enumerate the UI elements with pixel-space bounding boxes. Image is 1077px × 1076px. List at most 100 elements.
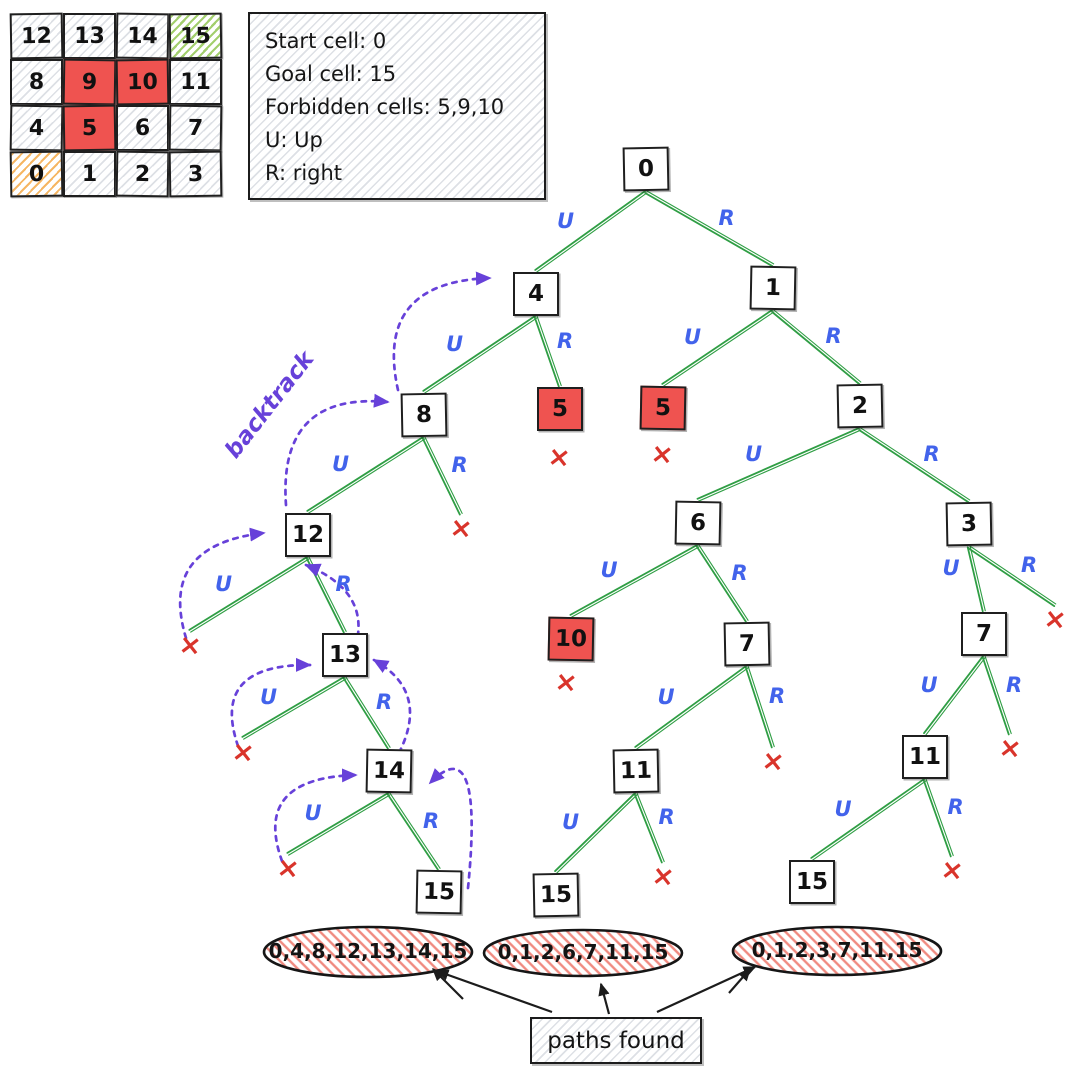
grid-cell-2: 2 (115, 150, 170, 198)
dead-end-x-x7rr: × (997, 731, 1024, 766)
edge-label-U: U (332, 452, 350, 476)
tree-node-n14: 14 (365, 748, 413, 794)
tree-edge-n4-n8-U (424, 317, 538, 394)
path-result-text: 0,4,8,12,13,14,15 (268, 939, 468, 963)
tree-edge-n13-x13u-U (241, 675, 346, 738)
tree-edge-n7m-n11m-U (636, 667, 749, 750)
dead-end-x-x13u: × (230, 735, 257, 770)
tree-edge-n6-n7m-R (698, 544, 749, 621)
edge-label-R: R (947, 795, 964, 819)
tree-node-n15c: 15 (789, 860, 835, 904)
backtrack-arrow-0 (284, 393, 390, 507)
tree-node-n4: 4 (513, 272, 559, 316)
grid-cell-8: 8 (10, 59, 63, 105)
grid-cell-4: 4 (9, 104, 64, 152)
paths-found-arrow-0 (435, 969, 553, 1014)
tree-edge-n11m-x11mr-R (633, 793, 663, 864)
edge-label-R: R (718, 205, 735, 230)
edge-label-U: U (304, 801, 322, 825)
edge-label-R: R (731, 560, 748, 585)
edge-label-U: U (446, 331, 464, 356)
tree-edge-n7m-x7mr-R (747, 666, 775, 748)
edge-label-U: U (600, 558, 618, 582)
tree-edge-n7r-x7rr-R (984, 656, 1012, 735)
tree-node-n5a: 5 (537, 387, 583, 431)
tree-edge-n7m-x7mr-R (744, 666, 773, 749)
tree-node-n0: 0 (622, 146, 670, 192)
tree-edge-n0-n1-R (644, 192, 774, 268)
legend-line-0: Start cell: 0 (265, 29, 387, 53)
tree-edge-n6-n10-U (571, 546, 700, 618)
tree-edge-n1-n5b-U (663, 311, 775, 387)
edge-label-U: U (920, 672, 938, 697)
grid-cell-9: 9 (62, 58, 117, 106)
tree-node-n2: 2 (836, 383, 884, 429)
tree-node-n15a: 15 (415, 869, 463, 915)
tree-edge-n12-x12u-U (188, 555, 309, 631)
dead-end-x-x3r: × (1042, 602, 1069, 637)
path-ellipse (731, 925, 943, 977)
dead-end-x-x11mr: × (650, 859, 677, 894)
tree-node-n3: 3 (945, 501, 993, 547)
edge-label-U: U (942, 556, 960, 580)
tree-edge-n0-n1-R (646, 190, 775, 265)
tree-edge-n8-n12-U (308, 438, 426, 514)
tree-edge-n1-n2-R (773, 309, 862, 383)
tree-node-n5b: 5 (639, 385, 687, 431)
paths-found-arrow-3 (656, 966, 757, 1013)
tree-edge-n8-x8r-R (421, 437, 461, 516)
tree-edge-n14-x14u-U (288, 794, 391, 856)
path-result-text: 0,1,2,3,7,11,15 (751, 938, 923, 962)
edge-label-R: R (769, 684, 786, 708)
legend-line-4: R: right (265, 161, 343, 185)
tree-edge-n14-x14u-U (286, 791, 390, 854)
edge-label-R: R (451, 453, 468, 477)
tree-edge-n8-n12-U (306, 436, 425, 512)
tree-edge-n4-n5a-R (536, 316, 562, 387)
tree-node-n1: 1 (749, 265, 797, 311)
tree-node-n8: 8 (400, 392, 448, 438)
tree-node-n12: 12 (285, 513, 331, 557)
tree-edge-n7m-n11m-U (634, 665, 748, 748)
tree-edge-n0-n4-U (534, 190, 647, 271)
tree-edge-n11r-x11rr-R (922, 779, 952, 858)
tree-edge-n3-n7r-U (969, 546, 986, 612)
tree-edge-n3-n7r-U (966, 546, 984, 613)
tree-node-n11r: 11 (902, 735, 948, 779)
edge-label-U: U (684, 325, 702, 349)
tree-edge-n13-x13u-U (243, 678, 347, 740)
legend-line-2: Forbidden cells: 5,9,10 (265, 95, 505, 119)
grid-cell-14: 14 (115, 12, 170, 60)
tree-edge-n3-x3r-R (967, 547, 1056, 607)
edge-label-R: R (1021, 553, 1038, 577)
tree-node-n6: 6 (674, 500, 722, 546)
tree-edge-n4-n8-U (422, 315, 537, 392)
tree-edge-n0-n4-U (536, 192, 648, 273)
tree-edge-n14-n15a-R (387, 793, 439, 871)
tree-edge-n11m-n15b-U (556, 794, 638, 874)
grid-cell-12: 12 (9, 12, 64, 60)
backtrack-arrow-6 (273, 768, 358, 863)
backtrack-arrow-4 (230, 657, 312, 748)
paths-found-arrow-2 (598, 982, 611, 1015)
backtrack-arrow-5 (372, 658, 412, 764)
tree-edge-n6-n10-U (569, 543, 699, 616)
grid-cell-15: 15 (168, 12, 223, 60)
tree-edge-n13-n14-R (345, 676, 391, 748)
path-ellipse (482, 928, 684, 978)
tree-edge-n2-n3-R (858, 429, 970, 503)
grid-cell-1: 1 (63, 151, 116, 197)
tree-edge-n13-n14-R (342, 677, 389, 750)
edge-label-U: U (260, 685, 278, 709)
tree-edge-n11r-n15c-U (810, 778, 926, 859)
tree-edge-n7r-x7rr-R (981, 656, 1010, 736)
edge-label-U: U (657, 684, 675, 709)
paths-found-box: paths found (530, 1017, 702, 1064)
backtrack-arrow-1 (392, 271, 492, 392)
tree-edge-n2-n6-U (697, 429, 862, 502)
edge-label-R: R (557, 328, 574, 353)
edge-label-U: U (834, 796, 852, 821)
edge-label-R: R (825, 324, 842, 348)
paths-found-arrow-1 (431, 967, 464, 1000)
